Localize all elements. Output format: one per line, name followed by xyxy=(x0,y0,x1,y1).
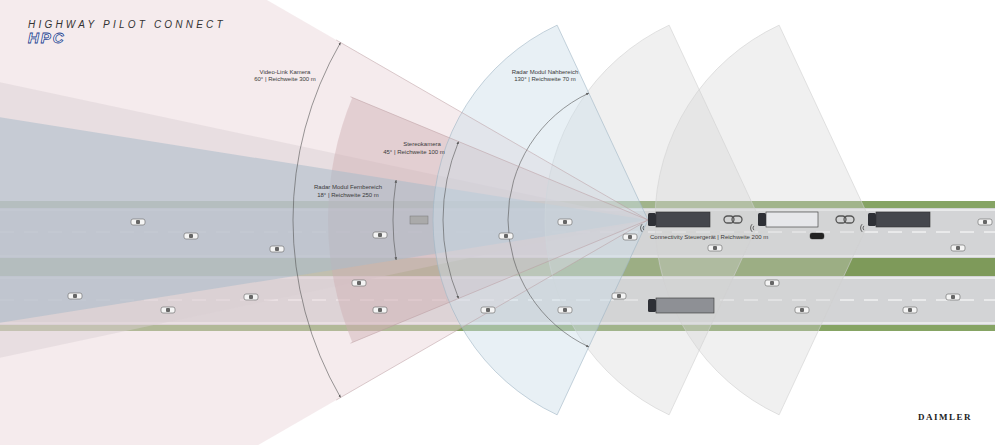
car-roof xyxy=(563,308,567,312)
car-roof xyxy=(166,308,170,312)
car xyxy=(161,307,175,313)
range-arc xyxy=(443,142,459,299)
car xyxy=(270,246,284,252)
car-roof xyxy=(378,308,382,312)
signal-icon xyxy=(641,224,643,232)
van xyxy=(410,216,428,224)
car xyxy=(765,280,779,286)
truck-trailer xyxy=(766,212,818,227)
sensor-spec: 130° | Reichweite 70 m xyxy=(514,76,576,83)
car xyxy=(352,280,366,286)
car-roof xyxy=(983,220,987,224)
car xyxy=(184,233,198,239)
link-icon xyxy=(732,216,742,223)
range-arc xyxy=(393,180,396,260)
car-roof xyxy=(770,281,774,285)
car xyxy=(708,245,722,251)
car-roof xyxy=(800,308,804,312)
car xyxy=(903,307,917,313)
sensor-spec: 60° | Reichweite 300 m xyxy=(254,76,316,83)
car xyxy=(951,245,965,251)
car xyxy=(499,233,513,239)
car xyxy=(946,294,960,300)
sensor-label: Stereokamera xyxy=(403,141,441,148)
car xyxy=(373,232,387,238)
cone-edge xyxy=(351,220,648,343)
car-roof xyxy=(617,294,621,298)
car-roof xyxy=(136,220,140,224)
cone-edge xyxy=(351,97,648,220)
car xyxy=(810,233,824,239)
car-roof xyxy=(908,308,912,312)
brand-logo: DAIMLER xyxy=(918,412,972,423)
truck-trailer xyxy=(656,298,714,313)
car-roof xyxy=(713,246,717,250)
car-roof xyxy=(357,281,361,285)
truck-cab xyxy=(648,299,656,312)
sensor-spec: 45° | Reichweite 100 m xyxy=(383,149,445,156)
sensor-label: Connectivity Steuergerät | Reichweite 20… xyxy=(650,234,768,241)
link-icon xyxy=(844,216,854,223)
car-roof xyxy=(378,233,382,237)
radar-fan xyxy=(433,25,648,415)
truck-cab xyxy=(758,213,766,226)
truck-cab xyxy=(868,213,876,226)
car-roof xyxy=(73,294,77,298)
truck-trailer xyxy=(656,212,710,227)
car-roof xyxy=(504,234,508,238)
car xyxy=(978,219,992,225)
car-roof xyxy=(628,235,632,239)
car xyxy=(612,293,626,299)
car xyxy=(558,307,572,313)
car-roof xyxy=(956,246,960,250)
camera-cone xyxy=(0,0,648,445)
signal-icon xyxy=(861,224,863,232)
cone-edge xyxy=(336,220,648,400)
logo-text: HPC xyxy=(28,30,66,45)
car xyxy=(373,307,387,313)
sensor-spec: 18° | Reichweite 250 m xyxy=(317,192,379,199)
sensor-label: Radar Modul Nahbereich xyxy=(512,69,579,76)
car xyxy=(795,307,809,313)
car xyxy=(558,219,572,225)
signal-icon xyxy=(643,226,645,230)
car xyxy=(131,219,145,225)
range-arc xyxy=(293,43,341,398)
car-roof xyxy=(563,220,567,224)
diagram-title: HIGHWAY PILOT CONNECT xyxy=(28,20,226,30)
car xyxy=(68,293,82,299)
sensor-label: Video-Link Kamera xyxy=(260,69,311,76)
car xyxy=(810,233,824,239)
truck-trailer xyxy=(876,212,930,227)
cone-edge xyxy=(336,40,648,220)
signal-icon xyxy=(753,226,755,230)
truck-cab xyxy=(648,213,656,226)
car xyxy=(244,294,258,300)
car xyxy=(481,307,495,313)
car-roof xyxy=(249,295,253,299)
sensor-label: Radar Modul Fernbereich xyxy=(314,184,382,191)
signal-icon xyxy=(863,226,865,230)
car-roof xyxy=(951,295,955,299)
range-arc xyxy=(508,93,589,347)
car xyxy=(623,234,637,240)
car-roof xyxy=(275,247,279,251)
car-roof xyxy=(486,308,490,312)
signal-icon xyxy=(751,224,753,232)
car-roof xyxy=(189,234,193,238)
